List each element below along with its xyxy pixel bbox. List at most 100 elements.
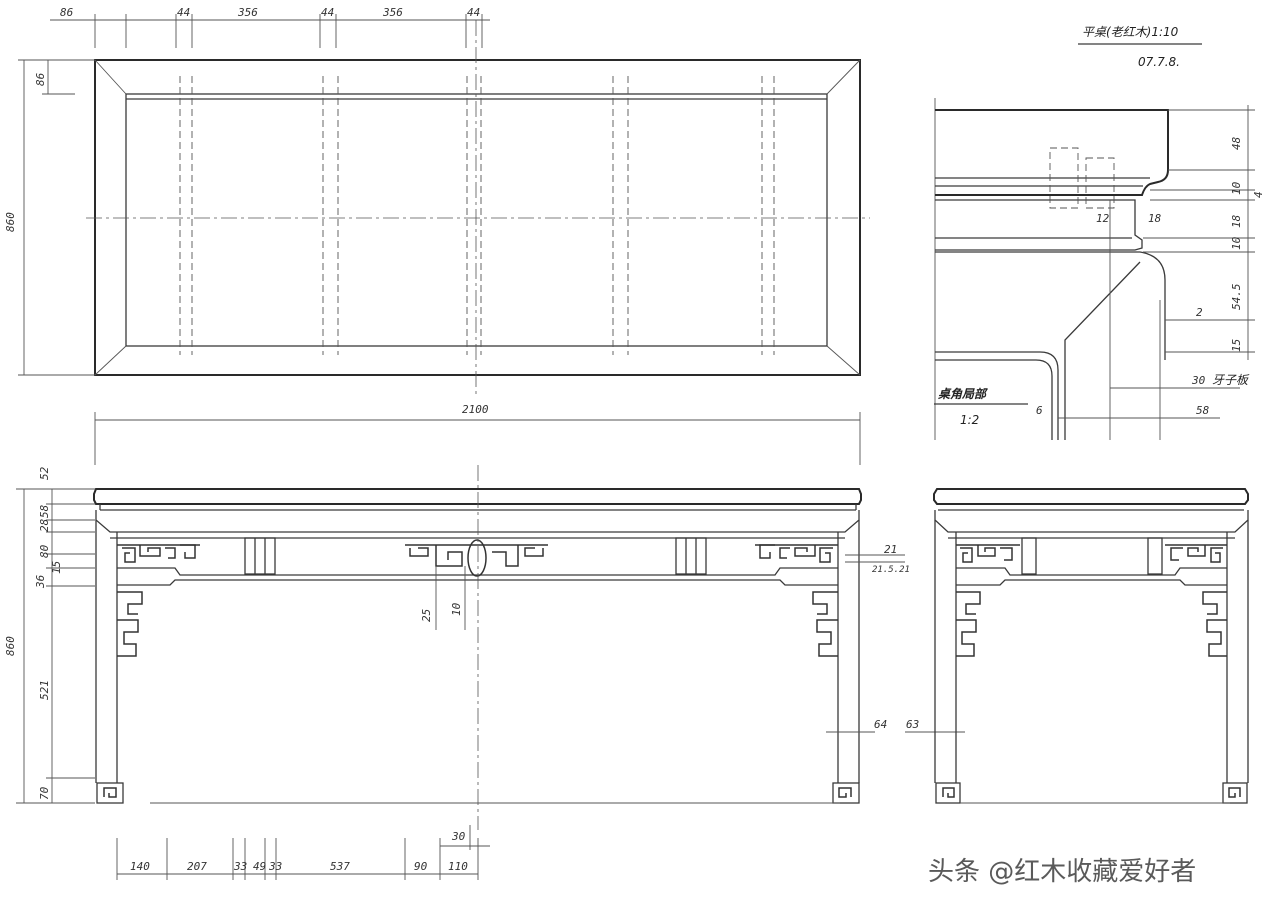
front-right-dimensions: 21 21.5.21: [845, 543, 910, 575]
dim-detail-18: 18: [1148, 212, 1162, 225]
detail-apron-inner: [935, 351, 1059, 440]
dim-bottom-537: 537: [330, 860, 350, 873]
plan-miter-bl: [94, 345, 127, 376]
side-foot-left: [935, 782, 961, 804]
side-strut-2: [1147, 537, 1163, 575]
front-strut-2: [675, 537, 707, 575]
dim-detail-48: 48: [1230, 136, 1243, 150]
dim-bottom-49: 49: [253, 860, 266, 873]
front-left-dimensions: 860 52 58 28 80 15 36 521 70: [4, 466, 95, 804]
drawing-title: 平桌(老红木)1:10: [1082, 25, 1179, 39]
dim-plan-span-2: 356: [382, 6, 403, 19]
dim-plan-depth: 860: [4, 212, 17, 232]
dim-bottom-90: 90: [414, 860, 428, 873]
dim-front-fret: 80: [38, 544, 51, 558]
dim-front-leg-width: 64: [874, 718, 887, 731]
dim-front-rail: 21: [884, 543, 897, 556]
dim-detail-12: 12: [1096, 212, 1110, 225]
dim-front-apron: 28: [38, 518, 51, 532]
dim-front-top-thick: 52: [38, 466, 51, 480]
detail-waist-profile: [935, 199, 1143, 251]
detail-apron-inner-2: [935, 359, 1053, 440]
plan-top-dimensions: 86 44 356 44 356 44: [50, 6, 490, 48]
plan-overall-width: 2100: [94, 403, 861, 465]
side-fret-left: [956, 544, 1020, 563]
dim-overall-width: 2100: [462, 403, 489, 416]
plan-miter-tl: [94, 59, 127, 95]
front-elevation: 860 52 58 28 80 15 36 521 70 25 10 21 21…: [4, 465, 965, 880]
side-leg-left: [934, 520, 957, 783]
corner-detail: 48 10 4 10 18 12 18 54.5 2 15 30 牙子板 58 …: [934, 98, 1265, 440]
dim-front-waist: 58: [38, 504, 51, 518]
dim-front-fret-depth: 25: [420, 609, 433, 622]
side-fret-right: [1165, 544, 1227, 563]
front-leg-left: [95, 520, 118, 783]
dim-side-leg-width: 63: [906, 718, 919, 731]
dim-front-foot: 70: [38, 786, 51, 800]
plan-outer-edge: [94, 59, 861, 376]
front-fret-right: [755, 544, 838, 563]
detail-board-label: 牙子板: [1212, 373, 1250, 387]
dim-bottom-207: 207: [187, 860, 207, 873]
side-elevation: [933, 488, 1249, 804]
dim-front-leg: 521: [38, 680, 51, 700]
dim-front-height: 860: [4, 636, 17, 656]
side-strut-1: [1021, 537, 1037, 575]
dim-bottom-33a: 33: [233, 860, 247, 873]
dim-detail-4: 4: [1252, 191, 1265, 198]
detail-miter: [1064, 261, 1141, 440]
side-stretcher-top: [956, 567, 1227, 576]
dim-plan-edge: 86: [60, 6, 74, 19]
front-center-dimensions: 25 10: [420, 566, 466, 630]
dim-plan-edge-left: 86: [34, 72, 47, 86]
plan-left-dimensions: 860 86: [4, 59, 95, 376]
front-spandrel-right: [812, 591, 838, 657]
dim-detail-15: 15: [1230, 339, 1243, 352]
plan-view: 86 44 356 44 356 44 860 86 2100: [4, 6, 870, 465]
front-foot-right: [832, 782, 860, 804]
dim-bottom-33b: 33: [268, 860, 282, 873]
front-foot-left: [96, 782, 124, 804]
detail-scale: 1:2: [960, 413, 979, 427]
plan-miter-br: [826, 345, 861, 376]
side-spandrel-right: [1202, 591, 1227, 657]
dim-plan-support-1: 44: [177, 6, 190, 19]
side-tabletop: [933, 488, 1249, 505]
dim-detail-10a: 10: [1230, 181, 1243, 195]
dim-bottom-140: 140: [130, 860, 150, 873]
watermark: 头条 @红木收藏爱好者: [928, 857, 1196, 887]
plan-hidden-supports: [179, 76, 775, 355]
detail-title: 桌角局部: [937, 387, 988, 401]
plan-inner-panel: [125, 93, 828, 347]
dim-front-rail-detail: 21.5.21: [872, 565, 910, 575]
dim-bottom-30: 30: [451, 830, 466, 843]
dim-bottom-110: 110: [448, 860, 468, 873]
front-fret-center: [405, 539, 548, 577]
dim-plan-support-3: 44: [467, 6, 480, 19]
drawing-date: 07.7.8.: [1138, 55, 1180, 69]
side-apron: [934, 510, 1249, 533]
detail-hidden-tenon-2: [1085, 157, 1115, 209]
dim-front-stretcher: 36: [34, 574, 47, 589]
front-leg-right: [837, 520, 860, 783]
front-tabletop: [93, 488, 862, 505]
front-center-medallion: [467, 539, 487, 577]
dim-detail-30: 30: [1191, 374, 1206, 387]
detail-leg-outer: [935, 251, 1166, 360]
front-leg-dimensions: 64 63: [826, 718, 965, 733]
dim-detail-54-5: 54.5: [1230, 284, 1243, 311]
dim-detail-2: 2: [1196, 306, 1203, 319]
side-stretcher-bottom: [956, 579, 1227, 586]
detail-hidden-tenon-1: [1049, 147, 1079, 209]
dim-detail-18v: 18: [1230, 214, 1243, 228]
front-apron: [95, 510, 860, 533]
dim-detail-58: 58: [1196, 404, 1210, 417]
side-spandrel-left: [956, 591, 981, 657]
detail-dimensions: 48 10 4 10 18 12 18 54.5 2 15 30 牙子板 58 …: [1036, 105, 1265, 419]
dim-front-fret-width: 10: [450, 602, 463, 616]
side-foot-right: [1222, 782, 1248, 804]
dim-plan-support-2: 44: [321, 6, 334, 19]
front-fret-left: [117, 544, 200, 563]
side-leg-right: [1226, 520, 1249, 783]
front-spandrel-left: [117, 591, 143, 657]
